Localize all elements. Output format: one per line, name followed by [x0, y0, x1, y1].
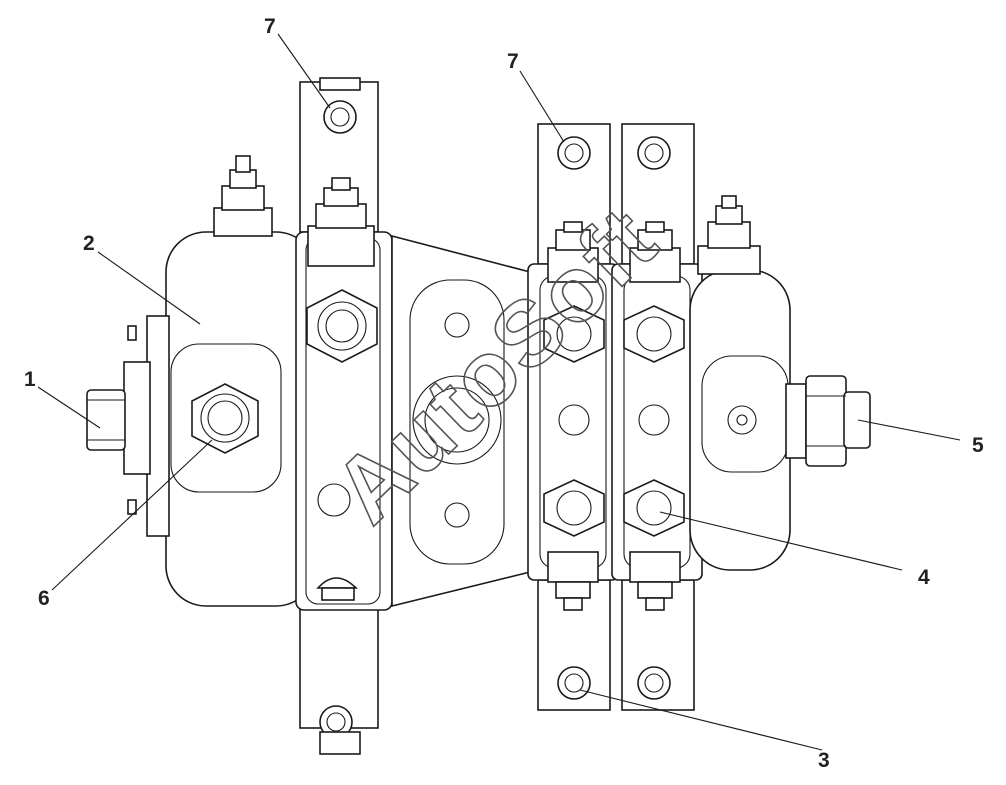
leader-lines: [37, 33, 961, 751]
working-section-1: [527, 123, 619, 711]
callout-3: 3: [818, 749, 830, 772]
left-section-with-handle: [295, 77, 393, 755]
callout-2: 2: [83, 232, 95, 255]
callout-5: 5: [972, 434, 984, 457]
working-section-2: [611, 123, 703, 711]
callouts: 1 2 3 4 5 6 7 7: [24, 15, 984, 772]
callout-7-left: 7: [264, 15, 276, 38]
callout-4: 4: [918, 566, 930, 589]
inlet-section-body: [86, 155, 317, 607]
outlet-end-cover: [689, 195, 871, 571]
central-body: [391, 234, 531, 608]
callout-7-right: 7: [507, 50, 519, 73]
callout-6: 6: [38, 587, 50, 610]
callout-1: 1: [24, 368, 36, 391]
